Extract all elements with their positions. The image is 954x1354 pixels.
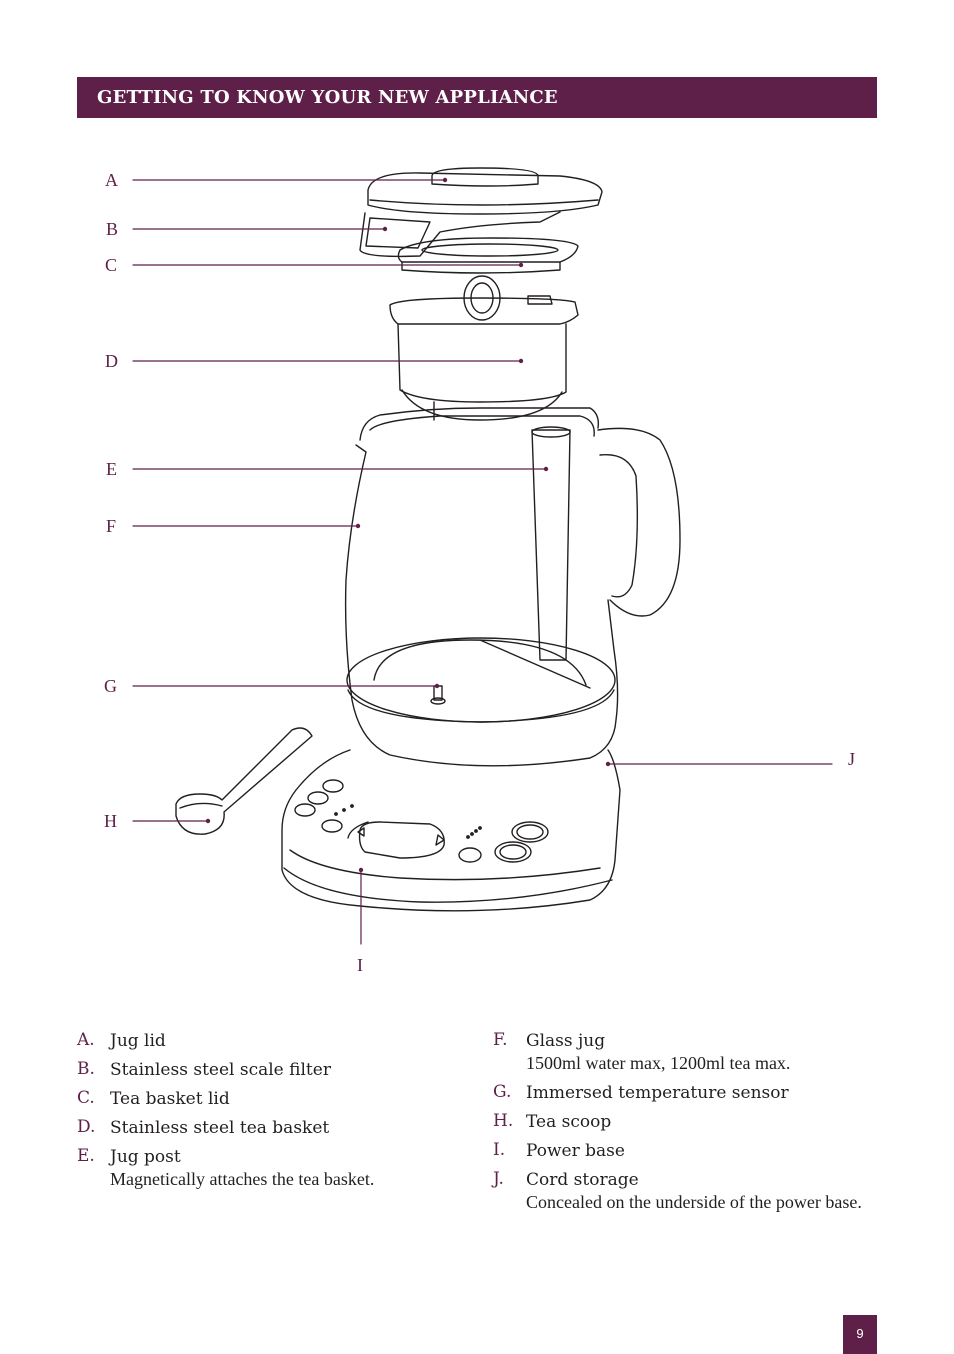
callout-i: I [357, 955, 363, 975]
part-name: Tea scoop [526, 1112, 612, 1132]
part-letter: D. [77, 1117, 96, 1137]
part-name: Cord storage [526, 1170, 639, 1190]
part-name: Glass jug [526, 1031, 606, 1051]
part-name: Stainless steel scale filter [110, 1060, 331, 1080]
parts-list-right: F. Glass jug 1500ml water max, 1200ml te… [493, 1030, 883, 1221]
part-item: C. Tea basket lid [77, 1088, 467, 1110]
page-number: 9 [856, 1326, 864, 1341]
part-letter: G. [493, 1082, 512, 1102]
part-item: I. Power base [493, 1140, 883, 1162]
part-name: Tea basket lid [110, 1089, 230, 1109]
part-name: Power base [526, 1141, 625, 1161]
tea-basket-drawing [389, 295, 579, 421]
callout-leaders [132, 179, 833, 945]
part-name: Jug post [110, 1147, 181, 1167]
temperature-sensor-drawing [430, 685, 446, 705]
part-letter: C. [77, 1088, 95, 1108]
part-letter: E. [77, 1146, 95, 1166]
part-item: F. Glass jug 1500ml water max, 1200ml te… [493, 1030, 883, 1075]
page-number-box: 9 [843, 1315, 877, 1354]
part-letter: H. [493, 1111, 514, 1131]
callout-j: J [848, 749, 856, 769]
part-note: Magnetically attaches the tea basket. [110, 1169, 375, 1189]
callout-e: E [106, 459, 117, 479]
section-title: GETTING TO KNOW YOUR NEW APPLIANCE [97, 87, 558, 108]
callout-dots [205, 177, 611, 873]
jug-lid-drawing [359, 167, 603, 258]
part-name: Jug lid [110, 1031, 166, 1051]
part-item: E. Jug post Magnetically attaches the te… [77, 1146, 467, 1191]
part-letter: J. [493, 1169, 504, 1189]
callout-d: D [105, 351, 118, 371]
part-item: G. Immersed temperature sensor [493, 1082, 883, 1104]
part-letter: I. [493, 1140, 506, 1160]
callout-h: H [104, 811, 117, 831]
part-item: D. Stainless steel tea basket [77, 1117, 467, 1139]
part-item: H. Tea scoop [493, 1111, 883, 1133]
tea-basket-lid-drawing [397, 237, 579, 274]
callout-b: B [106, 219, 119, 239]
callout-g: G [104, 676, 117, 696]
part-item: B. Stainless steel scale filter [77, 1059, 467, 1081]
part-item: A. Jug lid [77, 1030, 467, 1052]
part-note: 1500ml water max, 1200ml tea max. [526, 1053, 791, 1073]
part-note: Concealed on the underside of the power … [526, 1192, 862, 1212]
part-letter: A. [77, 1030, 95, 1050]
part-item: J. Cord storage Concealed on the undersi… [493, 1169, 883, 1214]
callout-a: A [105, 170, 118, 190]
glass-jug-drawing [344, 407, 681, 767]
power-base-drawing [281, 749, 621, 912]
part-name: Stainless steel tea basket [110, 1118, 330, 1138]
part-name: Immersed temperature sensor [526, 1083, 789, 1103]
tea-scoop-drawing [175, 727, 313, 835]
section-header-bar: GETTING TO KNOW YOUR NEW APPLIANCE [77, 77, 877, 118]
callout-f: F [106, 516, 117, 536]
parts-list-left: A. Jug lid B. Stainless steel scale filt… [77, 1030, 467, 1198]
jug-post-drawing [531, 426, 571, 661]
tea-maker-diagram [132, 167, 833, 945]
callout-c: C [105, 255, 118, 275]
part-letter: F. [493, 1030, 508, 1050]
part-letter: B. [77, 1059, 95, 1079]
